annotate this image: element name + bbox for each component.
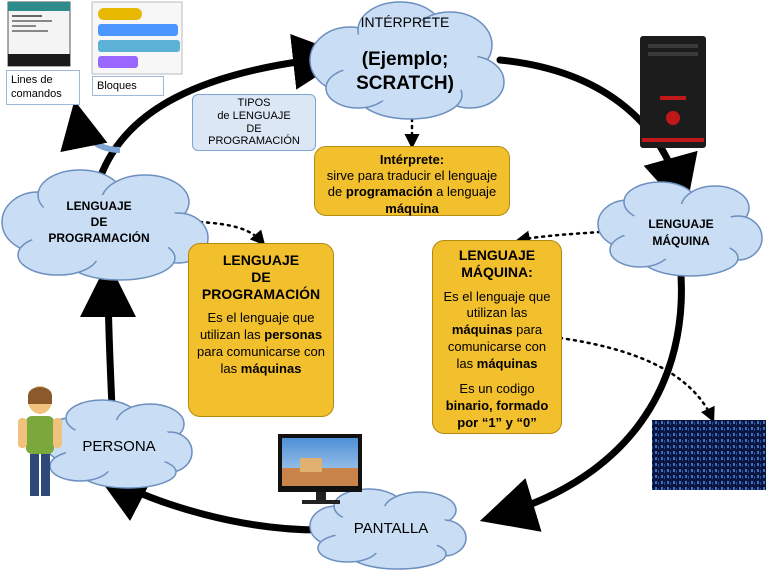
prog-title-1: LENGUAJE (222, 252, 300, 268)
command-line-screenshot (7, 1, 71, 67)
tipos-lenguaje-box: TIPOS de LENGUAJE DE PROGRAMACIÓN (192, 94, 316, 151)
programacion-definition-box: LENGUAJE DE PROGRAMACIÓN Es el lenguaje … (188, 243, 334, 417)
dotted-prog-to-box (198, 220, 266, 246)
interprete-text-2: a lenguaje (432, 184, 497, 200)
prog-bold-1: personas (264, 327, 323, 343)
maq-bold-3: binario, formado por “1” y “0” (445, 397, 549, 430)
example-line-2: SCRATCH) (356, 72, 454, 94)
programacion-box-text: Es el lenguaje que utilizan las personas… (195, 310, 327, 378)
maq-cloud-line-2: MÁQUINA (652, 233, 710, 248)
interprete-bold-1: programación (345, 184, 433, 200)
example-line-1: (Ejemplo; (361, 49, 449, 70)
cloud-lenguaje-maquina (597, 181, 763, 277)
curved-arrow-icon (60, 100, 121, 153)
maquina-definition-box: LENGUAJE MÁQUINA: Es el lenguaje que uti… (432, 240, 562, 434)
prog-text-1: Es el lenguaje que utilizan las (199, 310, 315, 343)
maq-cloud-line-1: LENGUAJE (648, 217, 714, 231)
cycle-arrows (80, 33, 698, 534)
dotted-box-to-binary (558, 336, 715, 423)
prog-cloud-line-2: DE (90, 215, 108, 230)
cloud-lenguaje-maquina-label: LENGUAJE MÁQUINA (622, 216, 740, 250)
maq-text-2: para comunicarse con las (447, 322, 547, 372)
tipos-line-3: DE (246, 122, 262, 135)
command-line-label: Lines de comandos (6, 70, 80, 105)
scratch-blocks-screenshot (91, 1, 183, 75)
maq-title-1: LENGUAJE (458, 247, 536, 263)
cloud-pantalla-label: PANTALLA (353, 520, 429, 537)
prog-cloud-line-3: PROGRAMACIÓN (48, 231, 150, 246)
cloud-interprete (309, 1, 505, 120)
interprete-definition-box: Intérprete: sirve para traducir el lengu… (314, 146, 510, 216)
prog-text-2: para comunicarse con las (197, 344, 325, 377)
arrow-prog-to-interprete (96, 33, 349, 182)
arrow-maquina-to-pantalla (479, 258, 685, 532)
interprete-box-text: sirve para traducir el lenguaje de progr… (321, 168, 503, 219)
cloud-interprete-example: (Ejemplo; SCRATCH) (340, 48, 470, 96)
cloud-pantalla (309, 488, 467, 570)
cloud-lenguaje-programacion-label: LENGUAJE DE PROGRAMACIÓN (24, 198, 174, 247)
interprete-bold-2: máquina (385, 201, 439, 217)
arrow-interprete-to-maquina (496, 56, 698, 213)
cloud-persona-label: PERSONA (82, 438, 156, 455)
programacion-box-title: LENGUAJE DE PROGRAMACIÓN (195, 252, 327, 302)
prog-title-2: DE (251, 268, 271, 285)
prog-title-3: PROGRAMACIÓN (201, 285, 321, 302)
dotted-maquina-to-box (515, 230, 602, 246)
maq-bold-2: máquinas (476, 356, 538, 372)
maq-text-1: Es el lenguaje que utilizan las (443, 288, 551, 321)
maquina-box-text-2: Es un codigo binario, formado por “1” y … (438, 381, 556, 432)
maq-bold-1: máquinas (451, 322, 513, 338)
prog-cloud-line-1: LENGUAJE (66, 199, 132, 213)
monitor-icon (278, 434, 362, 504)
computer-tower-icon (640, 36, 706, 148)
maquina-box-text-1: Es el lenguaje que utilizan las máquinas… (438, 289, 556, 373)
prog-bold-2: máquinas (240, 361, 302, 377)
blocks-label: Bloques (92, 76, 164, 97)
cloud-interprete-title: INTÉRPRETE (360, 14, 450, 30)
maq-title-2: MÁQUINA: (461, 263, 533, 280)
tipos-line-2: de LENGUAJE (217, 109, 291, 122)
arrow-persona-to-prog (80, 261, 137, 412)
tipos-line-1: TIPOS (237, 97, 271, 110)
person-icon (18, 386, 62, 496)
maquina-box-title: LENGUAJE MÁQUINA: (438, 247, 556, 281)
interprete-box-title: Intérprete: (379, 152, 445, 167)
interprete-text-1: sirve para traducir el lenguaje de (326, 167, 498, 200)
binary-code-screen (652, 420, 766, 490)
arrow-pantalla-to-persona (93, 470, 324, 534)
tipos-line-4: PROGRAMACIÓN (208, 135, 300, 148)
maq-text-3: Es un codigo (459, 381, 535, 397)
